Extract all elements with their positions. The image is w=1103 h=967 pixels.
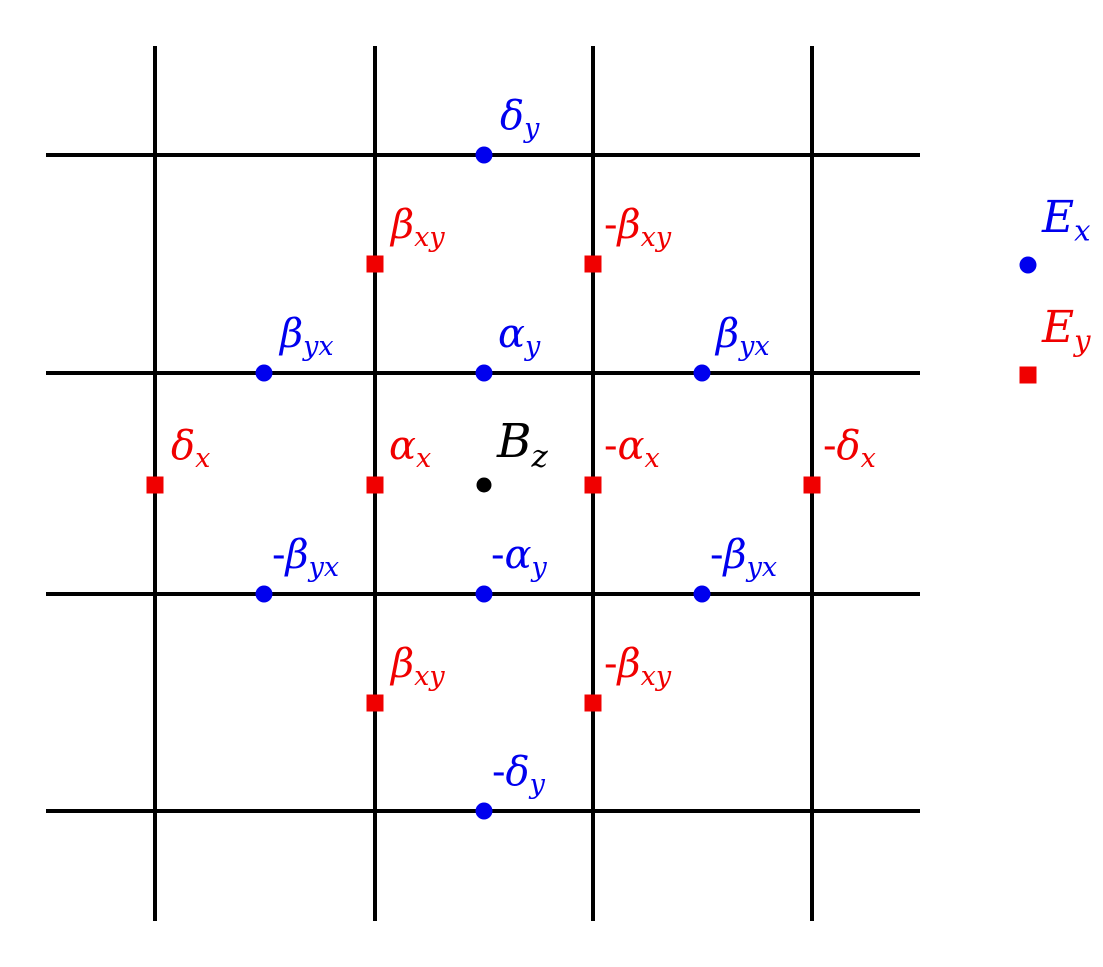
label-sign: - xyxy=(823,423,837,469)
label-subscript: x xyxy=(416,443,432,475)
label-alpha-y-pos: αy xyxy=(498,314,540,360)
label-subscript: y xyxy=(531,552,547,584)
label-subscript: xy xyxy=(414,661,445,693)
label-symbol: β xyxy=(285,532,309,578)
label-symbol: E xyxy=(1042,192,1075,243)
label-sign: - xyxy=(492,749,506,795)
label-symbol: β xyxy=(391,641,415,687)
label-symbol: β xyxy=(716,311,740,357)
label-sign: - xyxy=(604,423,618,469)
label-symbol: δ xyxy=(500,93,525,139)
label-beta-xy-tl: βxy xyxy=(391,205,445,251)
label-sign: - xyxy=(710,532,724,578)
label-beta-yx-br: -βyx xyxy=(710,535,777,581)
label-subscript: xy xyxy=(640,222,672,254)
marker-alpha-y-pos xyxy=(475,364,493,382)
label-symbol: β xyxy=(391,202,415,248)
label-subscript: y xyxy=(1074,323,1091,358)
label-bz-center: Bz xyxy=(497,418,548,472)
label-symbol: β xyxy=(280,311,304,357)
label-beta-yx-r: βyx xyxy=(716,314,770,360)
label-delta-x-neg: -δx xyxy=(823,426,876,472)
marker-delta-y-pos xyxy=(475,146,493,164)
label-sign: - xyxy=(272,532,286,578)
legend-label-legend-ey: Ey xyxy=(1042,306,1091,356)
legend-label-legend-ex: Ex xyxy=(1042,196,1090,246)
marker-beta-yx-l xyxy=(255,364,273,382)
label-symbol: α xyxy=(617,423,645,469)
label-subscript: z xyxy=(531,438,548,475)
label-subscript: y xyxy=(529,769,545,801)
marker-beta-xy-bl xyxy=(366,694,384,712)
marker-delta-y-neg xyxy=(475,802,493,820)
label-symbol: E xyxy=(1042,302,1075,353)
marker-delta-x-pos xyxy=(146,476,164,494)
legend-marker-legend-ey xyxy=(1019,366,1037,384)
label-subscript: xy xyxy=(640,661,672,693)
label-symbol: α xyxy=(389,423,417,469)
label-alpha-y-neg: -αy xyxy=(491,535,547,581)
label-sign: - xyxy=(604,641,618,687)
marker-beta-yx-bl xyxy=(255,585,273,603)
marker-alpha-x-neg xyxy=(584,476,602,494)
marker-bz-center xyxy=(476,477,492,493)
label-sign: - xyxy=(604,202,618,248)
marker-beta-xy-tr xyxy=(584,255,602,273)
label-subscript: yx xyxy=(746,552,778,584)
marker-beta-xy-br xyxy=(584,694,602,712)
label-symbol: B xyxy=(497,414,532,469)
label-sign: - xyxy=(491,532,505,578)
label-symbol: α xyxy=(504,532,532,578)
label-subscript: x xyxy=(1074,213,1091,248)
marker-beta-xy-tl xyxy=(366,255,384,273)
label-symbol: β xyxy=(617,202,641,248)
marker-beta-yx-br xyxy=(693,585,711,603)
label-symbol: α xyxy=(498,311,526,357)
label-subscript: y xyxy=(524,113,540,145)
label-subscript: x xyxy=(644,443,660,475)
label-beta-xy-br: -βxy xyxy=(604,644,671,690)
label-subscript: xy xyxy=(414,222,445,254)
label-delta-y-neg: -δy xyxy=(492,752,545,798)
label-symbol: δ xyxy=(171,423,196,469)
marker-delta-x-neg xyxy=(803,476,821,494)
label-alpha-x-neg: -αx xyxy=(604,426,660,472)
label-symbol: β xyxy=(617,641,641,687)
label-subscript: y xyxy=(525,331,541,363)
label-subscript: x xyxy=(860,443,876,475)
label-subscript: yx xyxy=(303,331,334,363)
label-beta-yx-bl: -βyx xyxy=(272,535,339,581)
marker-beta-yx-r xyxy=(693,364,711,382)
label-symbol: β xyxy=(723,532,747,578)
label-beta-xy-tr: -βxy xyxy=(604,205,671,251)
label-symbol: δ xyxy=(505,749,530,795)
label-beta-xy-bl: βxy xyxy=(391,644,445,690)
label-subscript: yx xyxy=(308,552,340,584)
label-symbol: δ xyxy=(836,423,861,469)
marker-alpha-y-neg xyxy=(475,585,493,603)
label-subscript: yx xyxy=(739,331,770,363)
marker-alpha-x-pos xyxy=(366,476,384,494)
label-subscript: x xyxy=(195,443,211,475)
label-delta-x-pos: δx xyxy=(171,426,210,472)
legend-marker-legend-ex xyxy=(1019,256,1037,274)
label-beta-yx-l: βyx xyxy=(280,314,334,360)
label-alpha-x-pos: αx xyxy=(389,426,431,472)
label-delta-y-pos: δy xyxy=(500,96,539,142)
